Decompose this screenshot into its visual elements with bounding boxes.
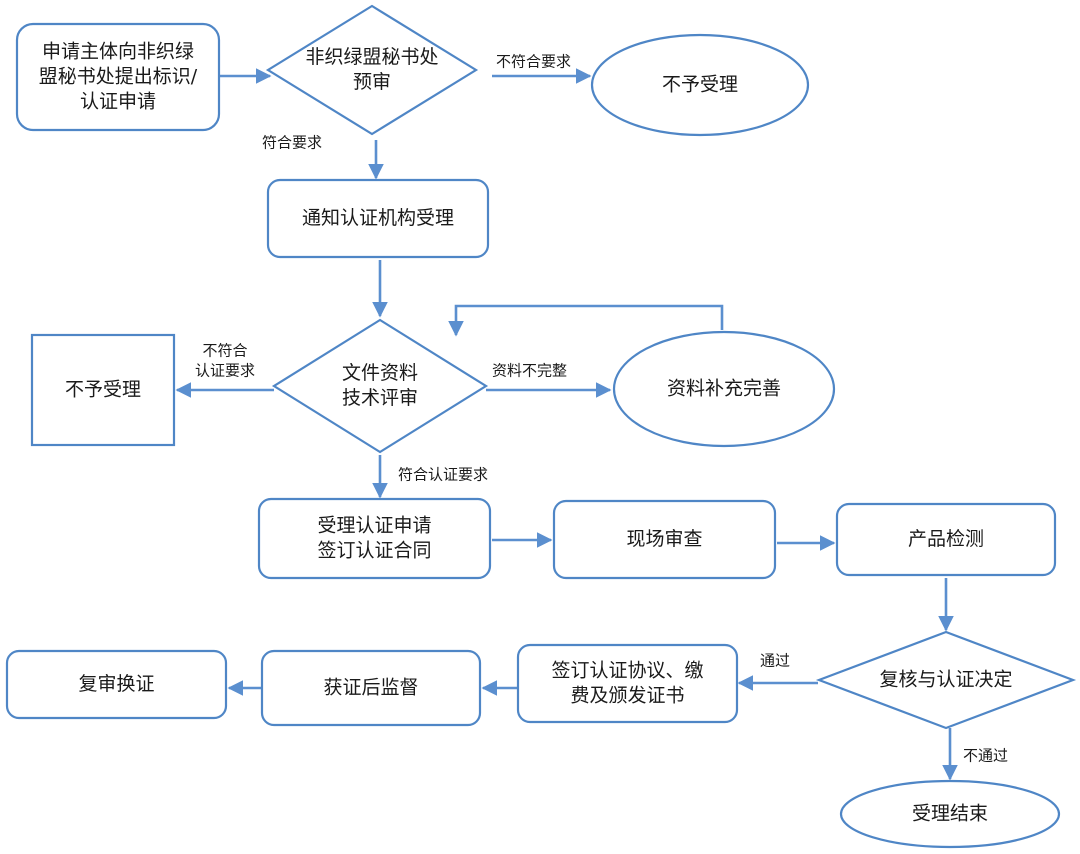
node-label: 受理结束 — [912, 803, 988, 825]
node-label: 文件资料 — [342, 362, 418, 384]
node-label: 认证申请 — [80, 91, 156, 113]
node-shape — [612, 330, 836, 448]
node-reject-1: 不予受理 — [590, 33, 810, 137]
node-label: 资料补充完善 — [667, 378, 781, 400]
node-testing: 产品检测 — [835, 502, 1057, 577]
node-reject-2: 不予受理 — [30, 333, 176, 447]
node-label: 获证后监督 — [323, 677, 418, 699]
edge-label-pass: 通过 — [760, 652, 790, 670]
node-label: 受理认证申请 — [317, 515, 431, 537]
node-shape — [590, 33, 810, 137]
node-renew: 复审换证 — [5, 649, 228, 720]
node-shape — [30, 333, 176, 447]
node-shape — [257, 497, 492, 580]
nodes: 申请主体向非织绿盟秘书处提出标识/认证申请非织绿盟秘书处预审不予受理通知认证机构… — [5, 4, 1077, 849]
node-decision: 复核与认证决定 — [815, 630, 1077, 730]
node-shape — [271, 318, 489, 454]
node-label: 盟秘书处提出标识/ — [39, 66, 198, 88]
node-shape — [839, 779, 1061, 849]
node-supplement: 资料补充完善 — [612, 330, 836, 448]
node-shape — [835, 502, 1057, 577]
node-notify: 通知认证机构受理 — [266, 178, 490, 259]
edge-supplement-loop-back — [448, 304, 724, 337]
edge-label-fail: 不通过 — [963, 747, 1008, 765]
edge-label-doc-incomplete: 资料不完整 — [492, 362, 567, 380]
node-label: 通知认证机构受理 — [302, 207, 454, 229]
node-supervise: 获证后监督 — [260, 649, 482, 727]
node-label: 现场审查 — [626, 528, 702, 550]
node-label: 复核与认证决定 — [879, 669, 1012, 691]
node-shape — [552, 499, 777, 580]
node-label: 预审 — [353, 71, 391, 93]
node-label: 费及颁发证书 — [570, 685, 684, 707]
node-onsite: 现场审查 — [552, 499, 777, 580]
node-shape — [516, 643, 739, 724]
node-shape — [815, 630, 1077, 730]
node-label: 复审换证 — [78, 673, 154, 695]
node-shape — [5, 649, 228, 720]
node-label: 不予受理 — [662, 74, 738, 96]
edge-label-pre-pass: 符合要求 — [262, 134, 322, 152]
node-label: 非织绿盟秘书处 — [305, 46, 438, 68]
edges — [175, 68, 958, 781]
node-end: 受理结束 — [839, 779, 1061, 849]
node-shape — [266, 178, 490, 259]
node-label: 不予受理 — [65, 379, 141, 401]
node-label: 签订认证合同 — [317, 540, 431, 562]
node-shape — [15, 22, 221, 132]
edge-label-doc-fail: 认证要求 — [195, 362, 255, 380]
edge-label-pre-fail: 不符合要求 — [496, 53, 571, 71]
node-label: 产品检测 — [908, 528, 984, 550]
node-label: 技术评审 — [342, 387, 418, 409]
node-label: 申请主体向非织绿 — [42, 41, 194, 63]
node-shape — [265, 4, 479, 136]
edge-label-doc-pass: 符合认证要求 — [398, 466, 488, 484]
node-label: 签订认证协议、缴 — [551, 660, 703, 682]
edge-label-doc-fail: 不符合 — [202, 342, 247, 360]
node-shape — [260, 649, 482, 727]
